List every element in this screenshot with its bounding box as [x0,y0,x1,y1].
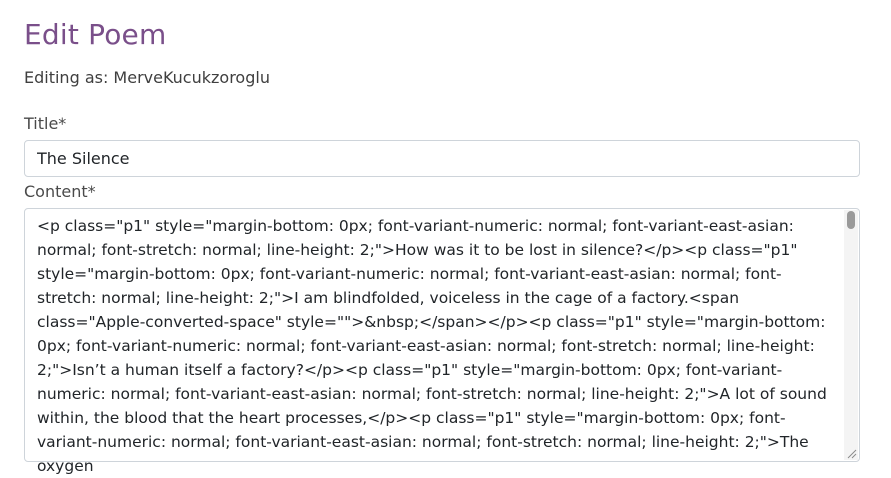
title-input[interactable] [24,140,860,177]
content-textarea[interactable]: <p class="p1" style="margin-bottom: 0px;… [24,208,860,475]
textarea-scrollbar[interactable] [844,210,858,460]
resize-handle-icon[interactable] [845,447,857,459]
textarea-scrollbar-thumb[interactable] [847,211,855,229]
content-label: Content* [24,182,96,201]
page-title: Edit Poem [24,18,167,51]
editing-as-text: Editing as: MerveKucukzoroglu [24,68,270,87]
content-text: <p class="p1" style="margin-bottom: 0px;… [37,217,832,475]
title-label: Title* [24,114,67,133]
